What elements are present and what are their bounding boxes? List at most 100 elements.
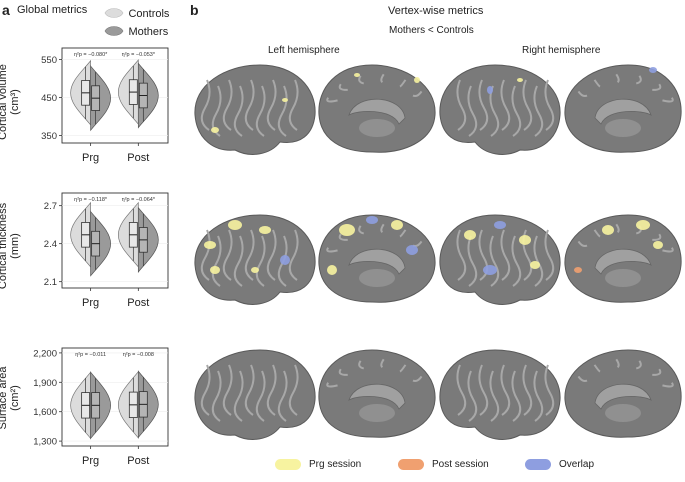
brain-surface [439, 214, 561, 305]
eta-label: η²p = −0.080* [74, 52, 108, 58]
effect-region [211, 127, 219, 133]
sulcus [255, 235, 266, 287]
x-tick-label: Post [127, 152, 149, 164]
effect-region [487, 86, 493, 94]
sulcus [358, 225, 365, 235]
corpus-callosum [348, 383, 406, 410]
eta-label: η²p = −0.053* [122, 52, 156, 58]
sulcus [522, 79, 533, 131]
effect-region [204, 241, 216, 249]
effect-region [354, 73, 360, 77]
sulcus [399, 79, 407, 88]
effect-region [282, 98, 288, 102]
overlap-swatch-icon [525, 459, 551, 470]
effect-region [259, 226, 271, 234]
effect-region [517, 78, 523, 82]
effect-region [391, 220, 403, 230]
sulcus [615, 73, 620, 84]
effect-region [494, 221, 506, 229]
sulcus [615, 223, 620, 234]
sulcus [266, 229, 277, 281]
brain-surface [194, 214, 316, 305]
sulcus [244, 229, 255, 281]
sulcus [266, 79, 277, 131]
sulcus [288, 229, 299, 281]
panel-a-title: Global metrics [17, 4, 88, 16]
effect-region [574, 267, 582, 273]
sulcus [489, 85, 500, 137]
sulcus [478, 79, 489, 131]
sulcus [399, 364, 407, 373]
legend-prg-label: Prg session [309, 459, 362, 470]
effect-region [636, 220, 650, 230]
sulcus [277, 370, 288, 422]
sulcus [489, 235, 500, 287]
sulcus [326, 97, 338, 103]
x-tick-label: Prg [82, 297, 99, 309]
y-tick-label: 1,900 [33, 378, 57, 389]
sulcus [522, 364, 533, 416]
legend-mothers: Mothers [104, 22, 168, 40]
effect-region [483, 265, 497, 275]
prg-session-swatch-icon [275, 459, 301, 470]
midbrain [359, 404, 395, 422]
x-tick-label: Post [127, 297, 149, 309]
sulcus [255, 370, 266, 422]
sulcus [478, 229, 489, 281]
sulcus [456, 79, 467, 131]
panel-b-subtitle: Mothers < Controls [389, 25, 474, 36]
sulcus [593, 229, 601, 238]
corpus-callosum [348, 248, 406, 275]
effect-region [530, 261, 540, 269]
effect-region [414, 77, 420, 83]
legend-controls: Controls [104, 4, 169, 22]
sulcus [456, 229, 467, 281]
sulcus [358, 75, 365, 85]
panel-b-title: Vertex-wise metrics [388, 5, 484, 17]
brain-surface [318, 64, 436, 153]
mothers-swatch-icon [104, 25, 124, 36]
sulcus [412, 375, 423, 383]
sulcus [380, 358, 385, 369]
effect-region [251, 267, 259, 273]
midbrain [359, 269, 395, 287]
y-tick-label: 450 [41, 93, 57, 104]
brain-outline [194, 64, 316, 155]
sulcus [456, 364, 467, 416]
sulcus [577, 240, 588, 248]
sulcus [533, 370, 544, 422]
brain-outline [439, 349, 561, 440]
sulcus [266, 364, 277, 416]
brain-surface [439, 349, 561, 440]
midbrain [605, 269, 641, 287]
sulcus [652, 83, 662, 91]
midbrain [359, 119, 395, 137]
panel-b-letter: b [190, 2, 199, 18]
eta-label: η²p = −0.064* [122, 197, 156, 203]
brain-outline [194, 349, 316, 440]
brain-surface [564, 64, 682, 153]
sulcus [533, 85, 544, 137]
sulcus [467, 235, 478, 287]
sulcus [500, 229, 511, 281]
sulcus [467, 370, 478, 422]
sulcus [577, 375, 588, 383]
effect-region [519, 235, 531, 245]
sulcus [511, 235, 522, 287]
legend-controls-label: Controls [128, 8, 170, 20]
brain-outline [194, 214, 316, 305]
effect-region [464, 230, 476, 240]
corpus-callosum [594, 248, 652, 275]
sulcus [338, 83, 348, 91]
effect-region [602, 225, 614, 235]
eta-label: η²p = −0.118* [74, 197, 108, 203]
corpus-callosum [594, 98, 652, 125]
effect-region [406, 245, 418, 255]
left-hemisphere-header: Left hemisphere [268, 45, 340, 56]
legend-overlap-label: Overlap [559, 459, 595, 470]
y-tick-label: 1,600 [33, 407, 57, 418]
sulcus [358, 360, 365, 370]
brain-surface [564, 349, 682, 438]
midbrain [605, 119, 641, 137]
legend-post-label: Post session [432, 459, 489, 470]
